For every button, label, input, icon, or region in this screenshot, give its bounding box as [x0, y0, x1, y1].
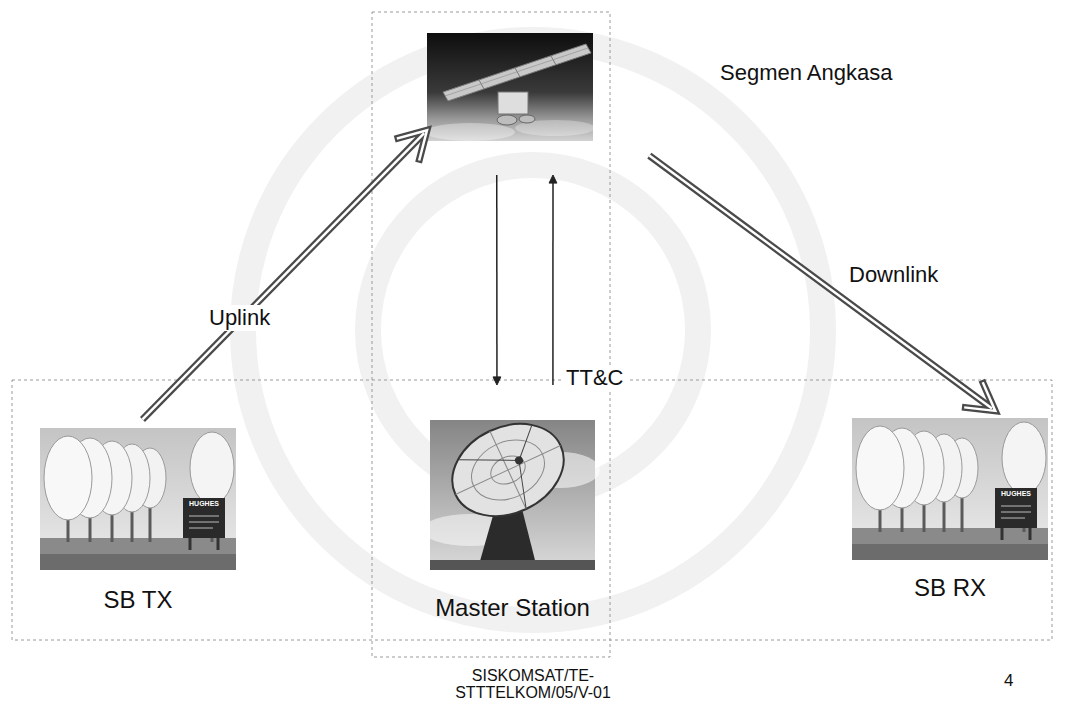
segment-boundary — [12, 380, 1052, 640]
watermark — [243, 40, 823, 620]
node-label: SB TX — [104, 586, 173, 615]
satellite-antenna — [497, 115, 517, 125]
arrow-head — [493, 377, 501, 385]
feed-strut — [506, 460, 539, 509]
arrow-head — [965, 383, 995, 410]
earth-station-photo — [40, 428, 236, 570]
connector-line — [649, 156, 995, 411]
uplink-arrow — [142, 130, 427, 419]
connector-label: Uplink — [205, 305, 274, 331]
arrow-head — [549, 175, 557, 183]
ttc-arrow — [549, 175, 557, 385]
feed-horn — [514, 455, 525, 466]
node-label: Segmen Angkasa — [720, 60, 892, 86]
feed-strut — [459, 437, 519, 483]
photo-area — [40, 428, 236, 570]
dish — [437, 407, 578, 534]
cloud — [425, 123, 515, 141]
earth-station-node: SB TX — [40, 428, 236, 615]
page-number: 4 — [1004, 672, 1013, 690]
photo-area — [852, 418, 1048, 560]
arrow-head — [398, 130, 427, 159]
sign-text: HUGHES — [184, 500, 224, 507]
panel-grid — [445, 48, 588, 96]
connector-line — [142, 133, 424, 419]
node-label: SB RX — [914, 574, 986, 603]
satellite-node: Segmen Angkasa — [427, 33, 593, 141]
satellite-antenna — [519, 115, 535, 123]
slide-footer: SISKOMSAT/TE- STTTELKOM/05/V-01 — [433, 668, 633, 702]
satellite-body — [498, 92, 528, 114]
connector-line — [649, 156, 992, 409]
earth-station-photo — [852, 418, 1048, 560]
photo-ground — [430, 560, 595, 570]
connector-label: Downlink — [845, 262, 942, 288]
connector-line — [552, 182, 554, 385]
feed-strut — [508, 426, 543, 461]
connector-line — [496, 175, 498, 378]
master-station-node: Master Station — [430, 420, 595, 623]
connector-line — [142, 130, 427, 419]
ttc-arrow — [493, 175, 501, 385]
segment-boundary — [372, 12, 610, 657]
node-label: Master Station — [435, 594, 590, 623]
earth-station-node: SB RX — [852, 418, 1048, 603]
satellite-photo — [425, 33, 595, 141]
master-station-photo — [422, 407, 600, 570]
connector-label: TT&C — [562, 365, 627, 391]
sign-text: HUGHES — [996, 490, 1036, 497]
dish-reflector — [437, 407, 578, 534]
photo-area — [430, 420, 595, 570]
downlink-arrow — [649, 156, 995, 411]
dish-rib — [462, 429, 555, 512]
watermark-ring — [243, 40, 823, 620]
